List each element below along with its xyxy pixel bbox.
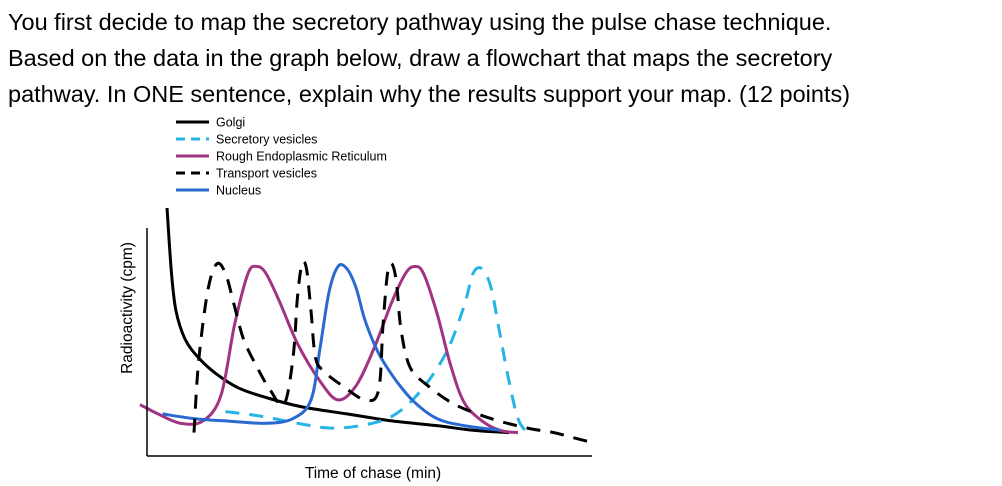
- y-axis-label: Radioactivity (cpm): [119, 242, 136, 374]
- series-line-nucleus: [162, 263, 501, 432]
- question-line-1: You first decide to map the secretory pa…: [8, 9, 832, 35]
- series-line-secretory-vesicles: [225, 266, 529, 434]
- legend-label-transport-vesicles: Transport vesicles: [216, 167, 317, 181]
- series-line-transport-vesicles: [192, 260, 591, 444]
- series-line-golgi: [165, 207, 510, 435]
- legend-label-rough-endoplasmic-reticulum: Rough Endoplasmic Reticulum: [216, 150, 387, 164]
- plot-area: [139, 207, 591, 444]
- question-text: You first decide to map the secretory pa…: [8, 4, 998, 112]
- legend-label-golgi: Golgi: [216, 116, 245, 130]
- legend-label-nucleus: Nucleus: [216, 184, 261, 198]
- legend-label-secretory-vesicles: Secretory vesicles: [216, 133, 317, 147]
- x-axis-label: Time of chase (min): [305, 465, 441, 482]
- question-line-2: Based on the data in the graph below, dr…: [8, 45, 833, 71]
- question-line-3: pathway. In ONE sentence, explain why th…: [8, 81, 851, 107]
- series-line-rough-endoplasmic-reticulum: [139, 264, 519, 435]
